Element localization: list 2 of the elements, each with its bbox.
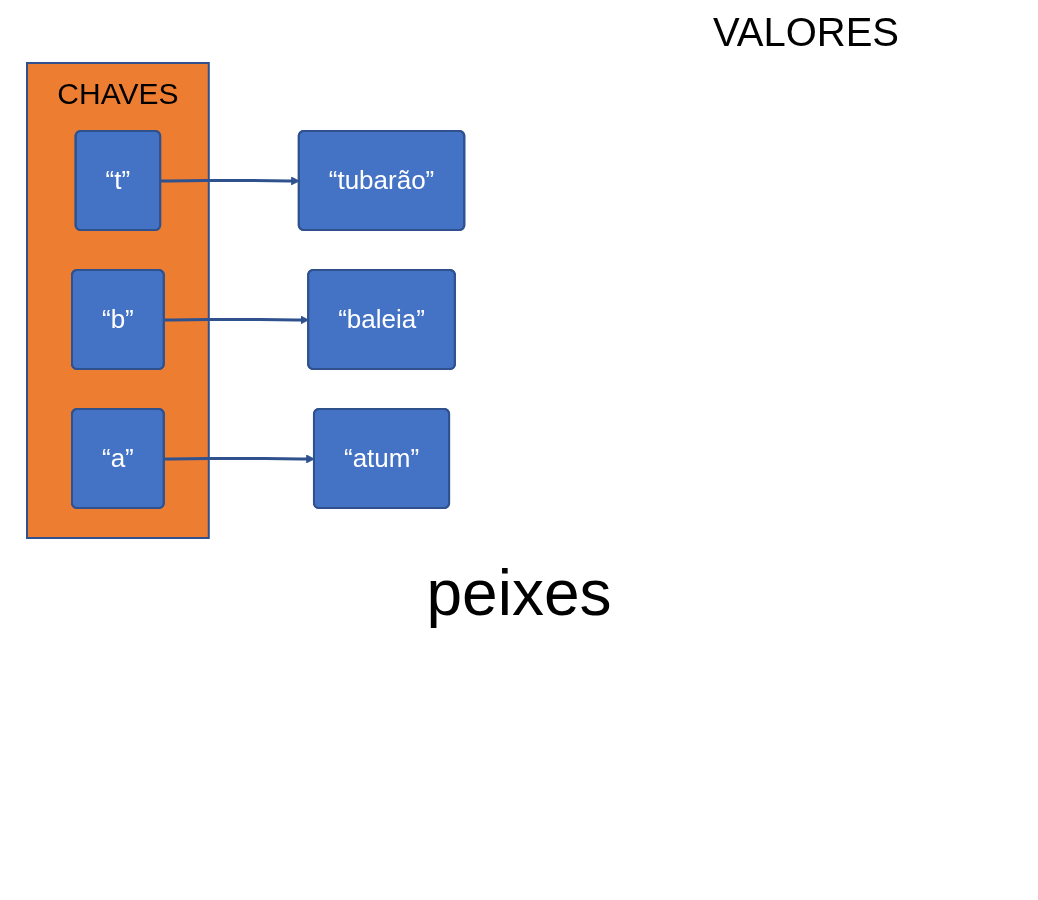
column-heading: VALORES xyxy=(713,10,899,55)
caption: peixes xyxy=(425,556,613,630)
